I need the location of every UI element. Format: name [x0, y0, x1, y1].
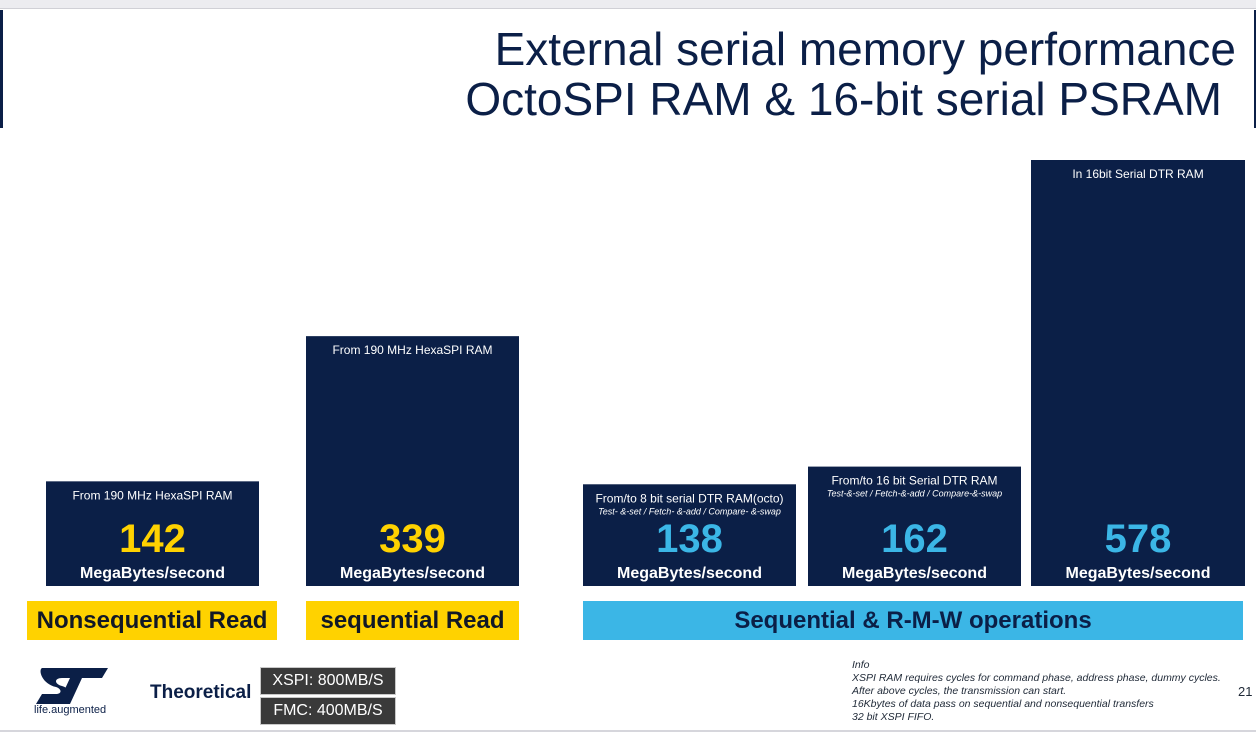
- bar-unit-1: MegaBytes/second: [340, 565, 485, 582]
- bar-chart: From 190 MHz HexaSPI RAM 142MegaBytes/sec…: [46, 160, 1245, 586]
- title-line-1: External serial memory performance: [494, 23, 1236, 75]
- bar-value-1: 339: [379, 517, 446, 561]
- bar-unit-3: MegaBytes/second: [842, 565, 987, 582]
- category-label-sequential-rmw: Sequential & R-M-W operations: [583, 601, 1243, 640]
- info-line: After above cycles, the transmission can…: [852, 685, 1067, 697]
- bar-label-1: From 190 MHz HexaSPI RAM: [332, 343, 492, 357]
- info-line: 32 bit XSPI FIFO.: [852, 711, 935, 723]
- right-accent-bar: [1254, 10, 1256, 128]
- bar-1: [306, 336, 519, 586]
- info-line: XSPI RAM requires cycles for command pha…: [852, 672, 1221, 684]
- left-accent-bar: [0, 10, 3, 128]
- bar-value-3: 162: [881, 517, 948, 561]
- bar-unit-0: MegaBytes/second: [80, 565, 225, 582]
- top-border: [0, 0, 1256, 9]
- info-notes: Info XSPI RAM requires cycles for comman…: [852, 659, 1221, 724]
- bar-label-2: From/to 8 bit serial DTR RAM(octo): [595, 491, 783, 505]
- bar-label-3: From/to 16 bit Serial DTR RAM: [831, 474, 997, 488]
- category-label-sequential-read: sequential Read: [306, 601, 519, 640]
- logo-tagline: life.augmented: [34, 704, 107, 716]
- bar-unit-2: MegaBytes/second: [617, 565, 762, 582]
- category-label-nonsequential-read: Nonsequential Read: [27, 601, 277, 640]
- bar-3: [808, 466, 1021, 586]
- bar-sublabel-2: Test- &-set / Fetch- &-add / Compare- &-…: [598, 506, 781, 516]
- st-logo-icon: [36, 668, 108, 704]
- bar-sublabel-3: Test-&-set / Fetch-&-add / Compare-&-swa…: [827, 489, 1002, 499]
- bar-unit-4: MegaBytes/second: [1066, 565, 1211, 582]
- bar-value-0: 142: [119, 517, 186, 561]
- bar-value-2: 138: [656, 517, 723, 561]
- xspi-spec-box: XSPI: 800MB/S: [260, 667, 396, 695]
- fmc-spec-box: FMC: 400MB/S: [260, 697, 396, 725]
- bar-4: [1031, 160, 1245, 586]
- bar-2: [583, 484, 796, 586]
- bar-value-4: 578: [1105, 517, 1172, 561]
- bar-0: [46, 481, 259, 586]
- page-number: 21: [1238, 684, 1253, 699]
- bar-label-4: In 16bit Serial DTR RAM: [1072, 167, 1203, 181]
- slide-title: External serial memory performance OctoS…: [465, 24, 1236, 124]
- info-line: Info: [852, 659, 870, 671]
- title-line-2: OctoSPI RAM & 16-bit serial PSRAM: [465, 73, 1222, 125]
- theoretical-label: Theoretical: [150, 682, 252, 703]
- bottom-border: [0, 730, 1256, 732]
- info-line: 16Kbytes of data pass on sequential and …: [852, 698, 1154, 710]
- bar-label-0: From 190 MHz HexaSPI RAM: [72, 488, 232, 502]
